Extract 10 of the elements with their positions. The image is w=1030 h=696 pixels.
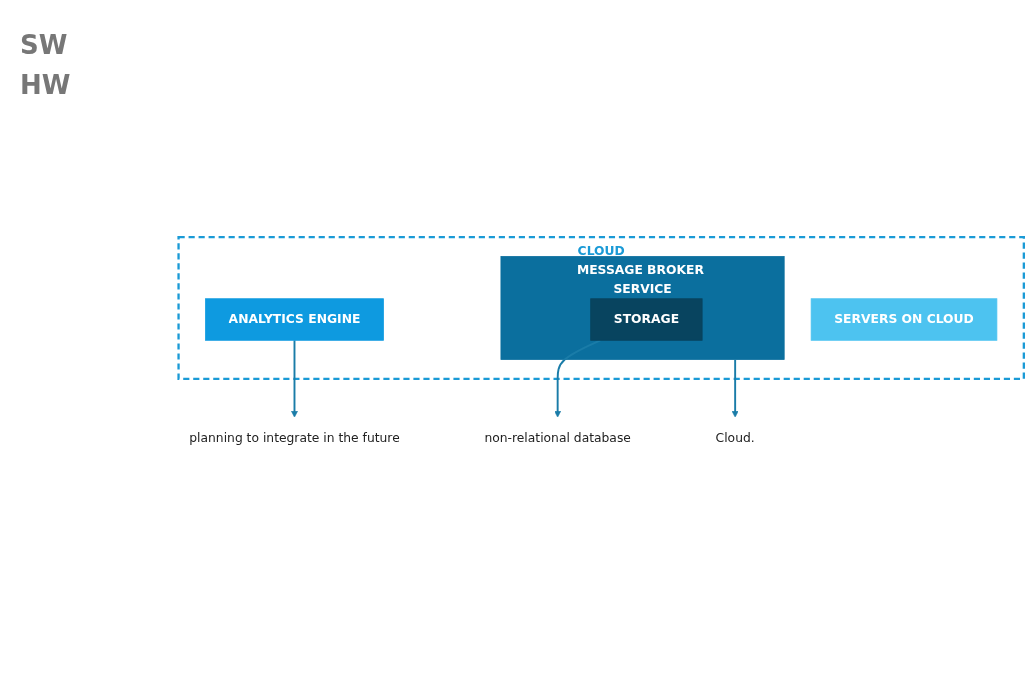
node-text: non-relational database	[484, 430, 631, 445]
node-box: STORAGE	[590, 298, 703, 341]
node-box: ANALYTICS ENGINE	[205, 298, 384, 341]
node-box: SERVERS ON CLOUD	[810, 298, 998, 341]
node-text: planning to integrate in the future	[189, 430, 400, 445]
arrow	[731, 358, 739, 418]
column-heading: SW	[20, 30, 69, 60]
arrow	[291, 339, 298, 418]
node-text: Cloud.	[715, 430, 755, 445]
column-heading: HW	[20, 70, 72, 100]
